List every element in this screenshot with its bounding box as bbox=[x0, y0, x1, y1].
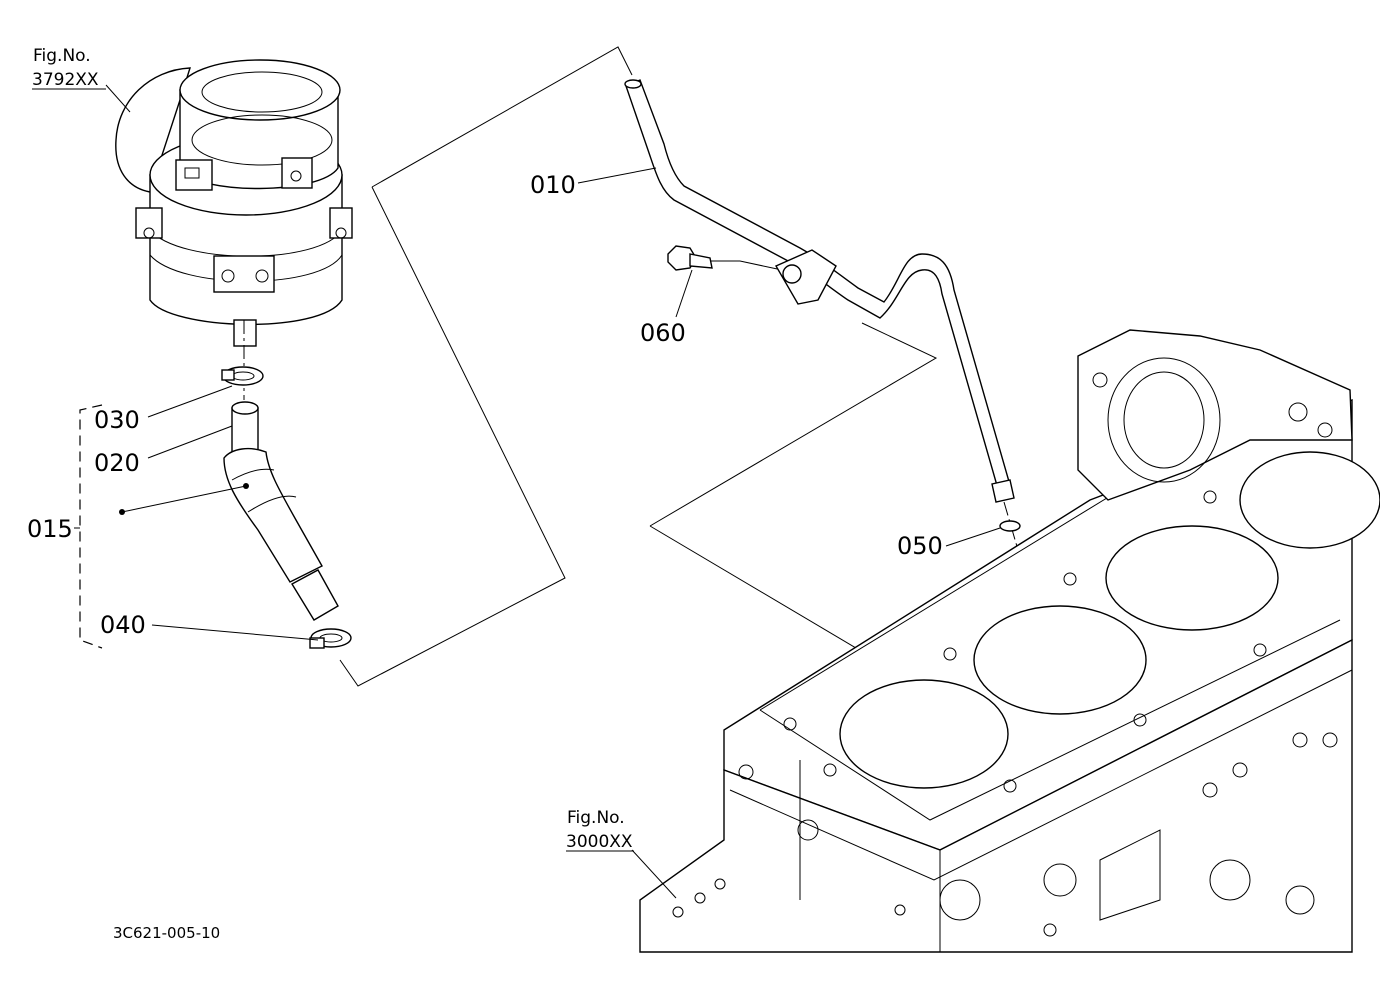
part-label-030: 030 bbox=[94, 406, 140, 434]
part-label-040: 040 bbox=[100, 611, 146, 639]
clamp-040 bbox=[309, 628, 352, 649]
clamp-030 bbox=[221, 366, 264, 386]
assembly-bracket-015 bbox=[79, 404, 103, 649]
fig-ref-breather-label: Fig.No. bbox=[33, 46, 91, 66]
part-label-050: 050 bbox=[897, 532, 943, 560]
part-label-010: 010 bbox=[530, 171, 576, 199]
fig-ref-breather-number: 3792XX bbox=[32, 70, 99, 90]
fig-ref-block-number: 3000XX bbox=[566, 832, 633, 852]
leader-lines bbox=[105, 84, 1001, 899]
cylinder-block bbox=[639, 329, 1380, 953]
drawing-code: 3C621-005-10 bbox=[113, 924, 220, 942]
fig-ref-block-label: Fig.No. bbox=[567, 808, 625, 828]
part-label-060: 060 bbox=[640, 319, 686, 347]
o-ring-050 bbox=[999, 520, 1021, 532]
bolt-060 bbox=[667, 245, 713, 271]
pipe-010 bbox=[624, 79, 1015, 503]
hose-020 bbox=[223, 401, 339, 621]
part-label-020: 020 bbox=[94, 449, 140, 477]
connection-frames bbox=[339, 46, 938, 687]
part-label-015: 015 bbox=[27, 515, 73, 543]
breather-housing bbox=[115, 59, 353, 347]
